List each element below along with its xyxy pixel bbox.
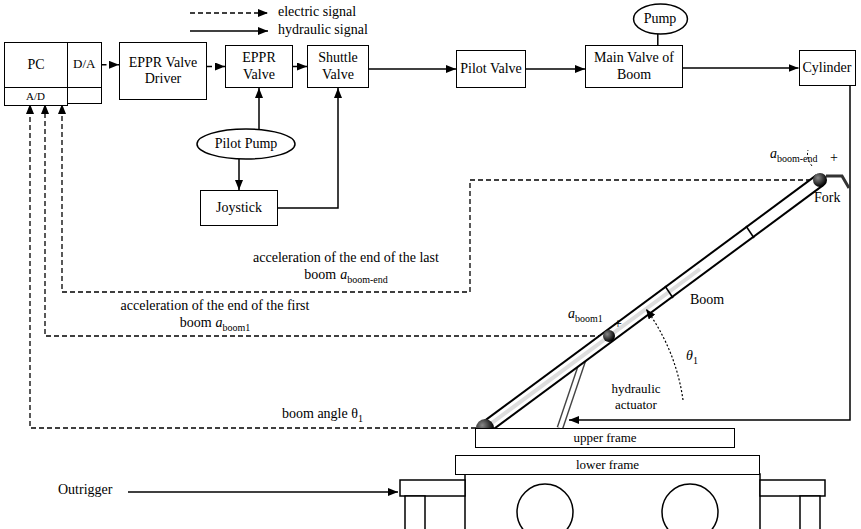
- node-text: Pilot Valve: [460, 61, 522, 77]
- label-group: acceleration of the end of the last boom…: [232, 250, 460, 286]
- label-text: Outrigger: [58, 482, 112, 497]
- hydraulic-line: [569, 86, 850, 420]
- label-group: Fork: [814, 190, 840, 207]
- accelerometer: [603, 330, 615, 342]
- outrigger-beam: [760, 480, 825, 496]
- pump-ellipse: Pilot Pump: [196, 128, 296, 160]
- connector-line: [258, 88, 260, 130]
- node-text: A/D: [26, 90, 45, 103]
- label-group: acceleration of the end of the first boo…: [100, 298, 330, 334]
- driver-box: EPPR Valve Driver: [119, 42, 207, 100]
- label-text: Boom: [690, 292, 724, 307]
- symbol-text: a: [568, 306, 575, 321]
- valve-box: Main Valve of Boom: [585, 45, 683, 88]
- subscript-text: boom-end: [347, 274, 388, 285]
- connector-line: [526, 68, 585, 70]
- symbol-text: θ: [686, 348, 693, 363]
- frame-box: lower frame: [455, 455, 760, 476]
- wheel: [662, 484, 718, 529]
- label-text: hydraulic actuator: [611, 381, 660, 412]
- computer-box: PC D/A A/D: [4, 42, 102, 104]
- connector-line: [238, 159, 240, 190]
- label-group: aboom1: [568, 306, 603, 325]
- boom-body: [485, 180, 820, 428]
- wheel: [517, 484, 573, 529]
- label-text: +: [830, 150, 838, 165]
- subscript-text: boom1: [575, 313, 603, 324]
- frame-box: upper frame: [475, 428, 735, 449]
- label-group: θ1: [686, 348, 698, 367]
- node-text: PC: [27, 57, 44, 73]
- node-text: upper frame: [573, 431, 636, 446]
- subscript-text: 1: [693, 355, 698, 366]
- ellipse-shape: [633, 4, 687, 34]
- connector-line: [657, 34, 659, 45]
- label-text: +: [614, 316, 622, 331]
- node-text: Main Valve of Boom: [586, 50, 682, 82]
- label-text: Fork: [814, 190, 840, 205]
- node-text: Pilot Pump: [215, 136, 278, 152]
- pump-ellipse: Pump: [633, 3, 688, 35]
- label-group: Outrigger: [58, 482, 112, 499]
- signal-line: [45, 104, 603, 336]
- signal-line: [30, 104, 476, 428]
- legend-dashed-line: [190, 12, 268, 14]
- node-text: Joystick: [216, 200, 262, 216]
- node-text: Cylinder: [803, 60, 852, 76]
- outrigger-leg: [800, 496, 820, 529]
- node-text: EPPR Valve: [226, 50, 292, 82]
- leader-line: [128, 491, 398, 492]
- accelerometer: [813, 173, 827, 187]
- node-text: EPPR Valve Driver: [120, 55, 206, 87]
- boom-outline: [485, 180, 820, 428]
- legend-text: electric signal: [278, 4, 356, 20]
- valve-box: EPPR Valve: [225, 45, 293, 88]
- connector-line: [293, 66, 307, 68]
- node-text: Pump: [644, 11, 677, 27]
- node-text: Shuttle Valve: [308, 50, 368, 82]
- valve-box: Pilot Valve: [456, 50, 526, 88]
- node-text: lower frame: [576, 458, 639, 473]
- symbol-text: a: [216, 315, 223, 330]
- label-group: aboom-end: [770, 146, 818, 165]
- connector-line: [102, 64, 120, 66]
- ellipse-shape: [197, 129, 295, 159]
- valve-box: Shuttle Valve: [307, 45, 369, 88]
- label-group: boom angle θ1: [282, 406, 363, 425]
- converter-box: A/D: [4, 87, 68, 106]
- symbol-text: a: [340, 267, 347, 282]
- label-group: +: [830, 150, 838, 167]
- outrigger-leg: [405, 496, 425, 529]
- node-text: D/A: [73, 57, 95, 72]
- boom-joint: [746, 226, 754, 238]
- legend-solid-line: [190, 30, 268, 32]
- boom-joint: [665, 286, 673, 298]
- label-group: hydraulic actuator: [594, 381, 678, 412]
- connector-line: [207, 66, 225, 68]
- subscript-text: boom1: [223, 322, 251, 333]
- label-group: +: [614, 316, 622, 333]
- connector-line: [369, 68, 456, 70]
- label-text: boom angle θ: [282, 406, 358, 421]
- connector-line: [683, 67, 799, 69]
- subscript-text: 1: [358, 413, 363, 424]
- label-text: acceleration of the end of the first boo…: [121, 298, 310, 330]
- cylinder-box: Cylinder: [799, 50, 856, 86]
- boom-section: [485, 269, 700, 428]
- outrigger-beam: [400, 480, 465, 496]
- converter-box: D/A: [67, 42, 102, 88]
- symbol-text: a: [770, 146, 777, 161]
- subscript-text: boom-end: [777, 153, 818, 164]
- label-group: Boom: [690, 292, 724, 309]
- legend-text: hydraulic signal: [278, 22, 368, 38]
- joystick-box: Joystick: [200, 190, 278, 226]
- fork-symbol: [826, 176, 849, 188]
